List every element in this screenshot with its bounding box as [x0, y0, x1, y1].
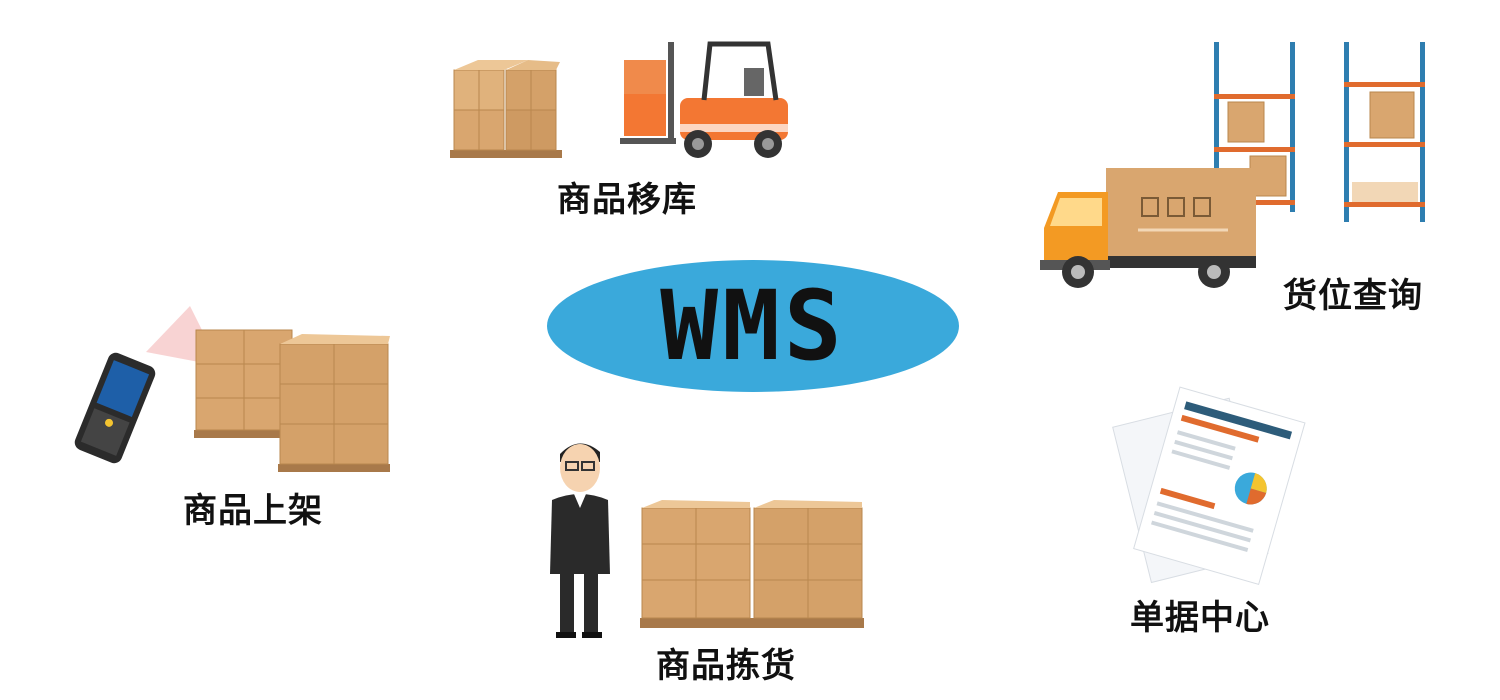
stacked-boxes-icon	[194, 329, 390, 472]
forklift-icon	[620, 41, 788, 158]
handheld-scanner-icon	[74, 352, 156, 464]
wms-center-label: WMS	[660, 270, 846, 382]
module-label-pick: 商品拣货	[656, 646, 796, 686]
person-icon	[550, 443, 610, 638]
module-label-query: 货位查询	[1283, 276, 1423, 316]
delivery-truck-icon	[1040, 168, 1256, 288]
stacked-boxes-icon	[640, 500, 864, 628]
stacked-boxes-icon	[450, 60, 562, 158]
module-label-shelve: 商品上架	[183, 491, 323, 531]
module-label-docs: 单据中心	[1130, 598, 1270, 638]
wms-center-oval: WMS	[547, 260, 959, 392]
report-documents-icon	[1112, 386, 1306, 586]
module-label-move: 商品移库	[557, 180, 697, 220]
storage-rack-icon	[1344, 42, 1425, 222]
